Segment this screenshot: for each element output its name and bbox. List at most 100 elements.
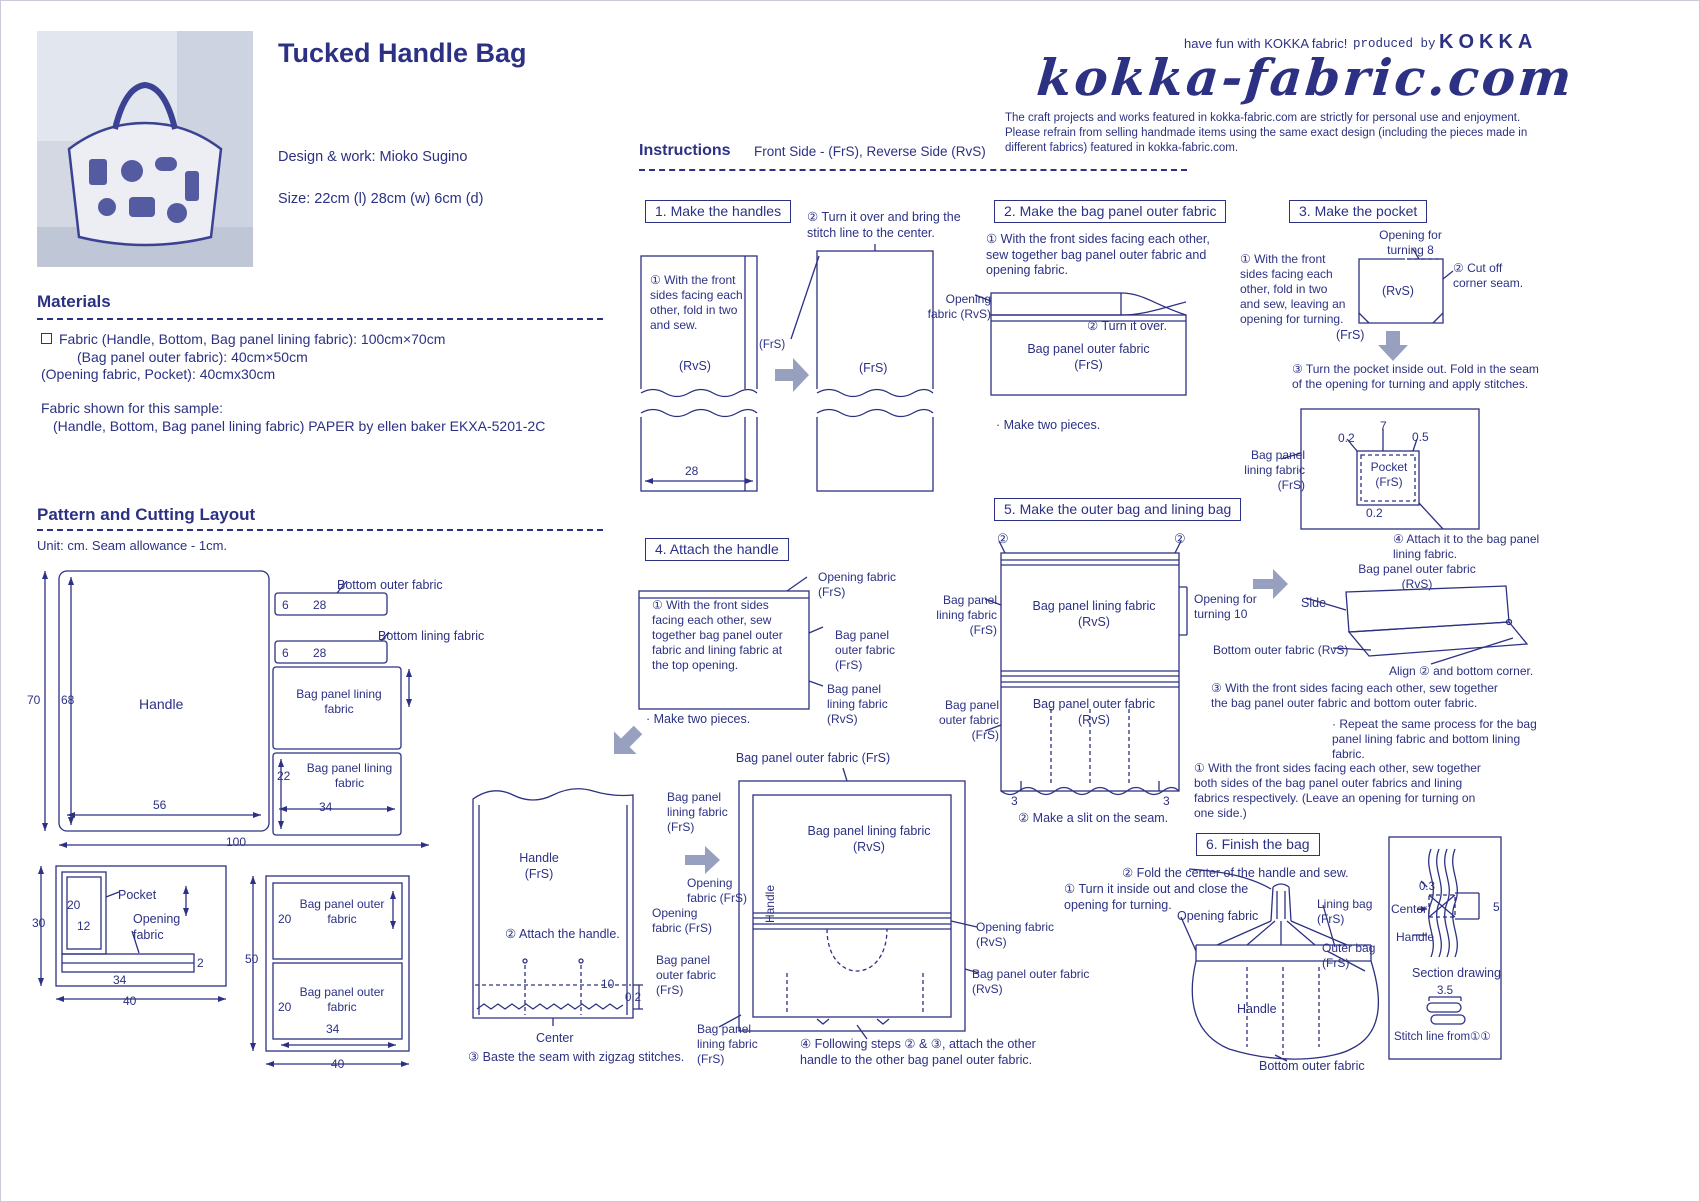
step5-note2: ② Make a slit on the seam. bbox=[1018, 811, 1169, 825]
step4-handle-diagram bbox=[472, 788, 643, 1026]
step4-outer-rvs: Bag panel outer fabric (RvS) bbox=[972, 967, 1090, 996]
dim-22: 22 bbox=[277, 769, 291, 783]
instructions-heading: Instructions bbox=[639, 142, 731, 159]
label-pocket: Pocket bbox=[118, 888, 157, 902]
size-note: Size: 22cm (l) 28cm (w) 6cm (d) bbox=[278, 191, 484, 207]
step6-handle: Handle bbox=[1237, 1002, 1277, 1016]
dim-30: 30 bbox=[32, 916, 46, 930]
step4-make-two: · Make two pieces. bbox=[646, 712, 751, 726]
cutting-heading: Pattern and Cutting Layout bbox=[37, 505, 256, 524]
step4-lining-frs-mid: Bag panel lining fabric (FrS) bbox=[667, 790, 728, 834]
step5-dim-3-left: 3 bbox=[1011, 794, 1018, 808]
label-opening-fabric: Opening fabric bbox=[133, 912, 181, 942]
dim-34: 34 bbox=[326, 1022, 340, 1036]
step4-opening-frs3: Opening fabric (FrS) bbox=[652, 906, 712, 935]
step6-note1: ① Turn it inside out and close the openi… bbox=[1064, 882, 1249, 912]
step5-note3: ③ With the front sides facing each other… bbox=[1211, 681, 1498, 710]
step3-frs: (FrS) bbox=[1336, 328, 1365, 342]
step5-circled2-right: ② bbox=[1174, 531, 1186, 546]
step3-attach-diagram bbox=[1280, 408, 1480, 530]
step1-dim-28: 28 bbox=[685, 464, 699, 478]
step5-bag-diagram bbox=[984, 540, 1188, 796]
label-bottom-lining-fabric: Bottom lining fabric bbox=[378, 629, 485, 643]
step1-title: 1. Make the handles bbox=[645, 200, 792, 223]
kokka-brand: KOKKA bbox=[1439, 31, 1538, 53]
step2-note1: ① With the front sides facing each other… bbox=[986, 232, 1210, 278]
unit-note: Unit: cm. Seam allowance - 1cm. bbox=[37, 538, 228, 553]
step5-circled2-left: ② bbox=[997, 531, 1009, 546]
arrow-down-left-icon bbox=[613, 725, 643, 755]
step6-opening-fabric: Opening fabric bbox=[1177, 909, 1259, 923]
step6-dim-03: 0.3 bbox=[1419, 881, 1435, 893]
dim-40: 40 bbox=[331, 1057, 345, 1071]
step4-lining-rvs: Bag panel lining fabric (RvS) bbox=[827, 682, 888, 726]
materials-heading: Materials bbox=[37, 292, 111, 311]
dimension-arrowheads bbox=[42, 571, 429, 848]
step2-panel-frs: Bag panel outer fabric (FrS) bbox=[1027, 342, 1150, 372]
step2-make-two: · Make two pieces. bbox=[996, 418, 1101, 432]
step4-note2: ② Attach the handle. bbox=[505, 927, 620, 941]
step4-outer-frs2: Bag panel outer fabric (FrS) bbox=[656, 953, 717, 997]
step3-dim-02b: 0.2 bbox=[1366, 506, 1383, 520]
step4-title: 4. Attach the handle bbox=[645, 538, 789, 561]
step4-attach-diagram bbox=[718, 767, 980, 1040]
arrow-right-icon bbox=[1253, 569, 1288, 599]
bag-photo bbox=[37, 31, 253, 267]
step4-note1: ① With the front sides facing each other… bbox=[652, 598, 783, 672]
dim-12: 12 bbox=[77, 919, 91, 933]
dim-70: 70 bbox=[27, 693, 41, 707]
step6-section-drawing: Section drawing bbox=[1412, 966, 1501, 980]
step5-title: 5. Make the outer bag and lining bag bbox=[994, 498, 1242, 521]
step1-rvs: (RvS) bbox=[679, 359, 711, 373]
materials-divider bbox=[37, 318, 603, 320]
label-bag-panel-outer: Bag panel outer fabric bbox=[299, 897, 385, 926]
materials-line2: (Bag panel outer fabric): 40cm×50cm bbox=[77, 349, 308, 365]
step5-opening-turning: Opening for turning 10 bbox=[1194, 592, 1257, 621]
step3-note1: ① With the front sides facing each other… bbox=[1240, 252, 1346, 326]
cutting-diagram-pocket-shapes bbox=[40, 865, 227, 1000]
materials-line3: (Opening fabric, Pocket): 40cmx30cm bbox=[41, 366, 276, 382]
step3-dim-02: 0.2 bbox=[1338, 431, 1355, 445]
step5-align: Align ② and bottom corner. bbox=[1389, 664, 1534, 678]
dim-34: 34 bbox=[319, 800, 333, 814]
step2-note2: ② Turn it over. bbox=[1087, 319, 1167, 333]
step4-outer-frs: Bag panel outer fabric (FrS) bbox=[835, 628, 896, 672]
step4-dim-10: 10 bbox=[601, 977, 615, 991]
step4-opening-rvs: Opening fabric (RvS) bbox=[976, 920, 1055, 949]
step2-title: 2. Make the bag panel outer fabric bbox=[994, 200, 1227, 223]
step4-outer-frs-top: Bag panel outer fabric (FrS) bbox=[735, 751, 891, 765]
site-logo: kokka-fabric.com bbox=[1034, 48, 1577, 107]
dim-100: 100 bbox=[226, 835, 247, 849]
cutting-diagram-main bbox=[42, 570, 429, 848]
step5-repeat: · Repeat the same process for the bag pa… bbox=[1332, 717, 1537, 761]
step6-center: Center bbox=[1391, 902, 1428, 916]
step6-title: 6. Finish the bag bbox=[1196, 833, 1320, 856]
step4-handle-vertical: Handle bbox=[763, 885, 777, 924]
cutting-divider bbox=[37, 529, 603, 531]
step3-note2: ② Cut off corner seam. bbox=[1453, 261, 1524, 290]
design-credit: Design & work: Mioko Sugino bbox=[278, 149, 468, 165]
step4-note4: ④ Following steps ② & ③, attach the othe… bbox=[800, 1037, 1036, 1067]
step3-rvs: (RvS) bbox=[1382, 284, 1414, 298]
step6-outer-bag: Outer bag (FrS) bbox=[1322, 941, 1376, 970]
label-bag-panel-outer: Bag panel outer fabric bbox=[299, 985, 385, 1014]
step1-note2: ② Turn it over and bring the stitch line… bbox=[807, 210, 961, 240]
step5-outer-rvs2: Bag panel outer fabric (RvS) bbox=[1358, 562, 1476, 591]
step3-note4: ④ Attach it to the bag panel lining fabr… bbox=[1393, 532, 1540, 561]
produced-by: produced by bbox=[1353, 37, 1436, 51]
checkbox-icon bbox=[41, 333, 52, 344]
step6-lining-bag: Lining bag (FrS) bbox=[1317, 897, 1373, 926]
step1-frs: (FrS) bbox=[859, 361, 888, 375]
instructions-divider bbox=[639, 169, 1187, 171]
dim-6: 6 bbox=[282, 646, 289, 660]
cutting-diagram-pocket bbox=[38, 865, 227, 1002]
step6-dim-5: 5 bbox=[1493, 900, 1500, 914]
disclaimer: The craft projects and works featured in… bbox=[1005, 112, 1528, 155]
step4-center: Center bbox=[536, 1031, 574, 1045]
step5-outer-frs: Bag panel outer fabric (FrS) bbox=[938, 698, 999, 742]
sample-fabric: (Handle, Bottom, Bag panel lining fabric… bbox=[53, 418, 546, 434]
dim-20: 20 bbox=[67, 898, 81, 912]
label-bottom-outer-fabric: Bottom outer fabric bbox=[337, 578, 443, 592]
arrow-right-icon bbox=[685, 846, 720, 874]
